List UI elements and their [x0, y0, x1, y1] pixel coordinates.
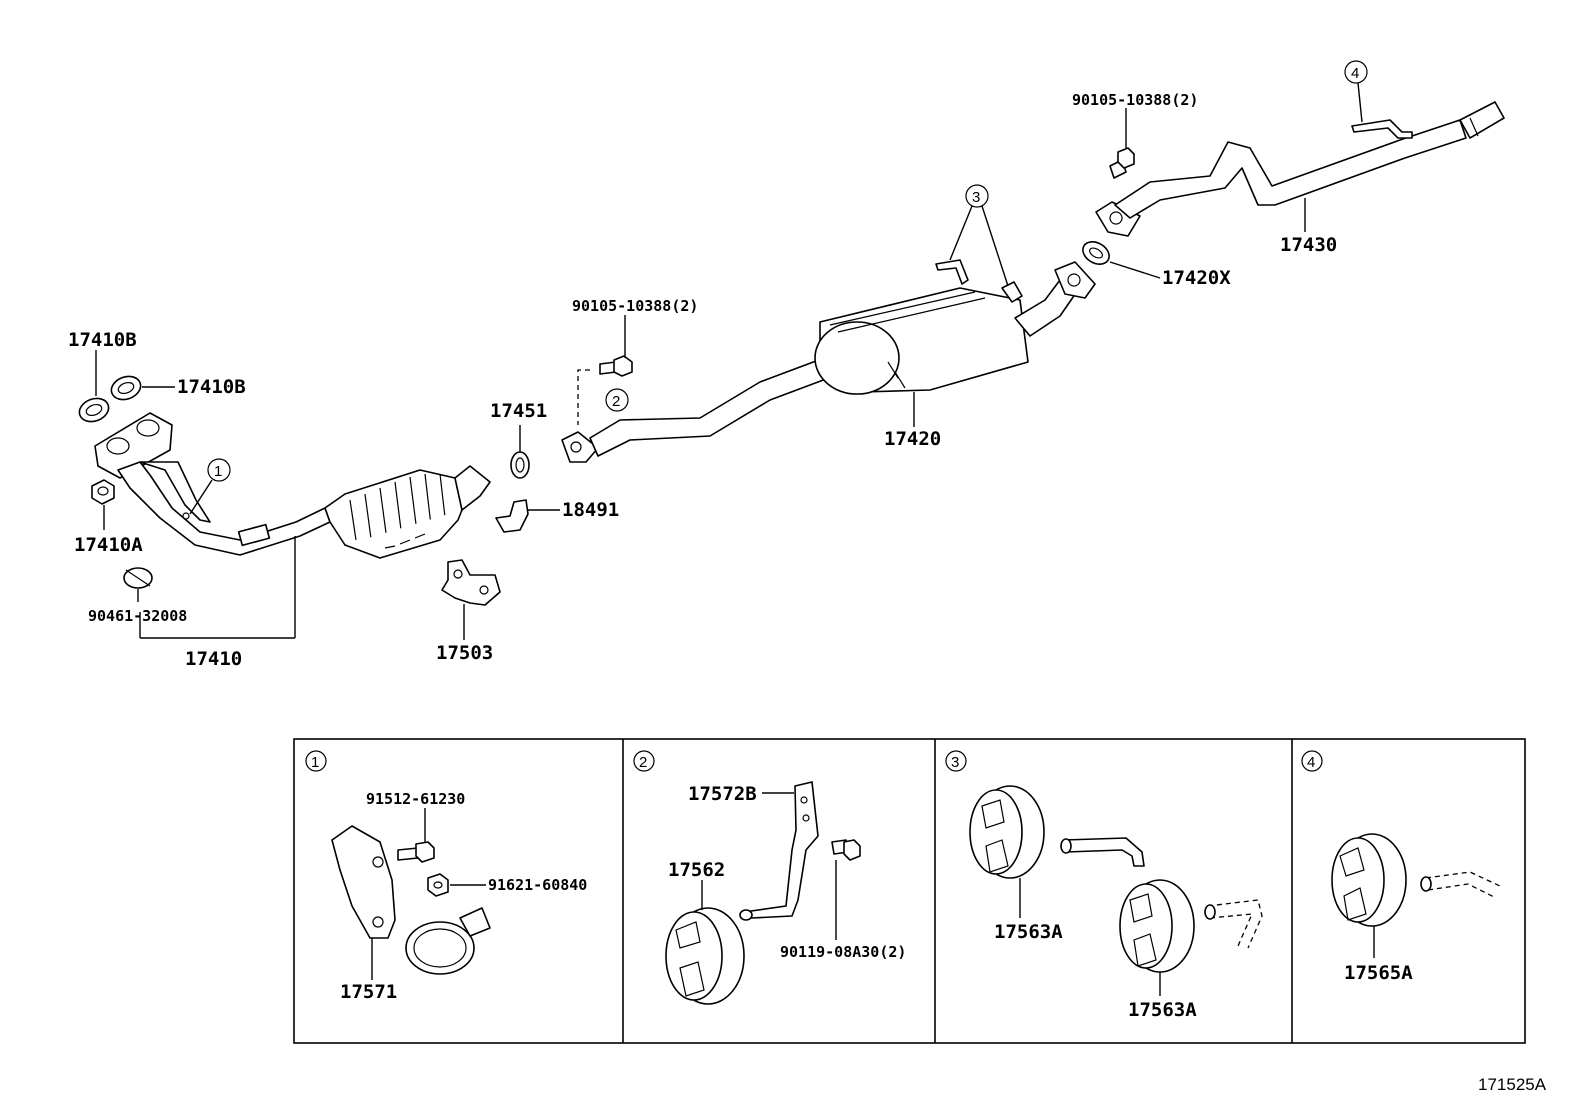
label-91512-61230: 91512-61230: [366, 790, 465, 808]
callout-4-number: 4: [1351, 65, 1359, 82]
callout-3-number: 3: [972, 189, 980, 206]
clamp-band[interactable]: [405, 907, 491, 975]
gasket-17420X[interactable]: [1079, 237, 1113, 268]
bolt-91512-61230[interactable]: [397, 841, 435, 863]
bolt-90105-10388-right[interactable]: [1109, 147, 1135, 179]
hanger-bracket-17571[interactable]: [331, 825, 396, 939]
panel-4-callout: [1301, 750, 1323, 772]
hanger-rubber-17565A[interactable]: [1331, 833, 1407, 927]
detail-panel-2: 2 17572B 90119-08A30(2) 17562: [633, 750, 906, 1005]
label-91621-60840: 91621-60840: [488, 876, 587, 894]
hanger-rubber-17563A-upper[interactable]: [969, 785, 1045, 879]
nut-91621-60840[interactable]: [427, 873, 449, 897]
label-17410B-right: 17410B: [177, 376, 246, 398]
label-17410A: 17410A: [74, 534, 143, 556]
callout-2-number: 2: [612, 393, 620, 410]
hanger-bracket-17572B[interactable]: [739, 781, 819, 921]
label-17420: 17420: [884, 428, 941, 450]
label-17565A: 17565A: [1344, 962, 1413, 984]
callout-1-number: 1: [214, 463, 222, 480]
callout-2[interactable]: [605, 388, 629, 412]
gasket-17410B-right[interactable]: [108, 373, 144, 404]
label-17572B: 17572B: [688, 783, 757, 805]
label-17503: 17503: [436, 642, 493, 664]
nut-17410A[interactable]: [91, 479, 115, 505]
panel-3-callout: [945, 750, 967, 772]
label-17430: 17430: [1280, 234, 1337, 256]
label-18491: 18491: [562, 499, 619, 521]
hanger-rubber-17563A-lower[interactable]: [1119, 879, 1195, 973]
label-90105-10388-right: 90105-10388(2): [1072, 91, 1198, 109]
tail-pipe-17430[interactable]: [1095, 101, 1505, 237]
label-90119-08A30: 90119-08A30(2): [780, 943, 906, 961]
label-17562: 17562: [668, 859, 725, 881]
panel-1-callout: [305, 750, 327, 772]
label-17571: 17571: [340, 981, 397, 1003]
label-17563A-upper: 17563A: [994, 921, 1063, 943]
label-17410: 17410: [185, 648, 242, 670]
label-17410B-top: 17410B: [68, 329, 137, 351]
gasket-17410B-left[interactable]: [76, 395, 112, 426]
callout-3[interactable]: [965, 184, 989, 208]
catalytic-converter[interactable]: [324, 465, 491, 559]
label-17451: 17451: [490, 400, 547, 422]
bracket-17503[interactable]: [441, 559, 501, 606]
bolt-90105-10388-center[interactable]: [599, 355, 633, 377]
panel-4-number: 4: [1307, 754, 1315, 771]
detail-panel-1: 1 17571 91512-61230 91621-60840: [305, 750, 587, 1003]
panel-2-callout: [633, 750, 655, 772]
panel-1-number: 1: [311, 754, 319, 771]
detail-panel-3: 3 17563A 17563A: [945, 750, 1263, 1021]
callout-4[interactable]: [1344, 60, 1368, 84]
label-90461-32008: 90461-32008: [88, 607, 187, 625]
diagram-code: 171525A: [1478, 1075, 1547, 1094]
label-17420X: 17420X: [1162, 267, 1231, 289]
panel-3-number: 3: [951, 754, 959, 771]
hanger-rubber-17562[interactable]: [665, 907, 745, 1005]
bolt-90119-08A30[interactable]: [831, 839, 861, 861]
label-90105-10388-center: 90105-10388(2): [572, 297, 698, 315]
detail-panels-frame: [293, 738, 1526, 1044]
center-pipe-muffler-17420[interactable]: [561, 259, 1096, 463]
gasket-17451[interactable]: [510, 451, 530, 479]
callout-1[interactable]: [207, 458, 231, 482]
panel-2-number: 2: [639, 754, 647, 771]
detail-panel-4: 4 17565A: [1301, 750, 1501, 984]
clip-18491[interactable]: [495, 499, 529, 533]
label-17563A-lower: 17563A: [1128, 999, 1197, 1021]
clamp-90461-32008[interactable]: [123, 567, 153, 589]
